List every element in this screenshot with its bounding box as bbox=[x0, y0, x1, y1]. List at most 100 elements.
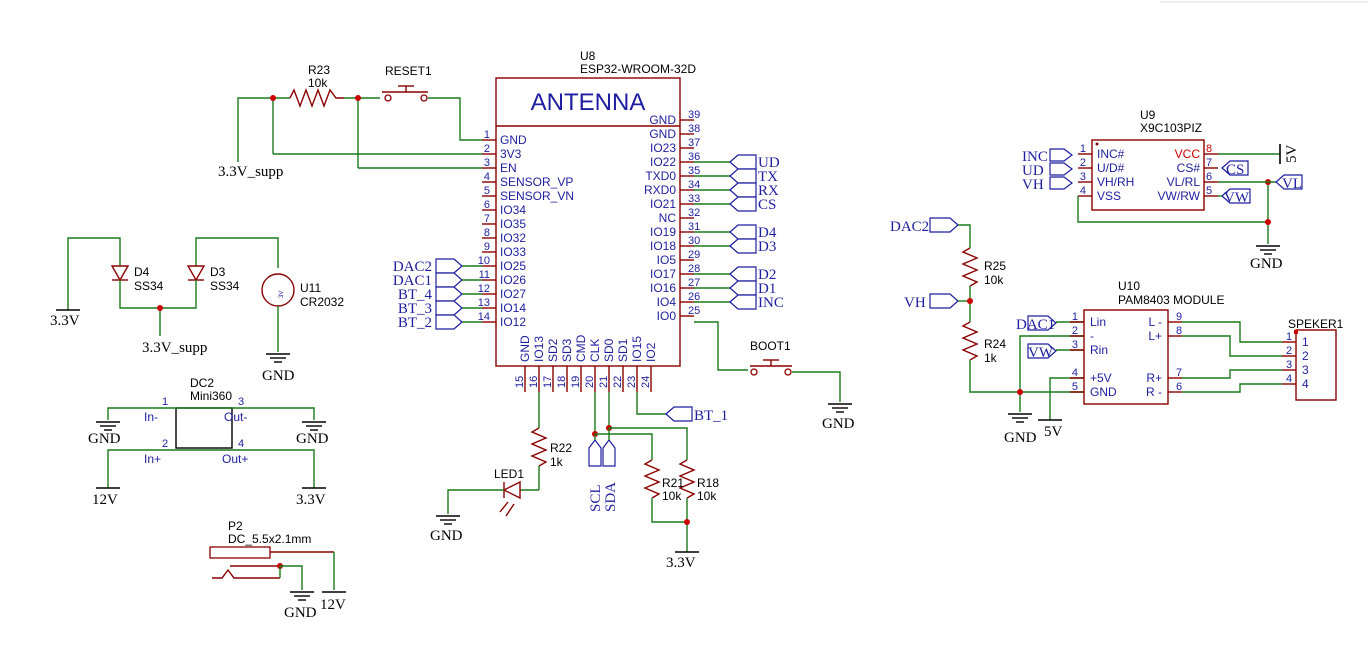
svg-text:2: 2 bbox=[162, 438, 168, 450]
net-tag-bt4 bbox=[435, 286, 463, 302]
u8-pin-num: 8 bbox=[484, 227, 490, 239]
u8-pin-name: SENSOR_VP bbox=[500, 175, 573, 189]
power-gnd-u9: GND bbox=[1250, 256, 1283, 272]
u8-pin-num: 25 bbox=[688, 305, 700, 317]
u10-pin-num: 6 bbox=[1176, 381, 1182, 393]
d3-value: SS34 bbox=[210, 279, 240, 293]
u8-ref: U8 bbox=[580, 49, 596, 63]
d4-ref: D4 bbox=[134, 265, 150, 279]
net-dac2: DAC2 bbox=[393, 259, 432, 275]
speaker-pin-name: 3 bbox=[1302, 363, 1309, 377]
svg-text:4: 4 bbox=[238, 438, 244, 450]
net-tag-bt2 bbox=[435, 314, 463, 330]
speaker-pin-name: 2 bbox=[1302, 349, 1309, 363]
net-ud: UD bbox=[758, 155, 780, 171]
net-bt1: BT_1 bbox=[694, 408, 728, 424]
net-d3: D3 bbox=[758, 239, 776, 255]
net-sda: SDA bbox=[603, 482, 619, 512]
r22-ref: R22 bbox=[550, 441, 572, 455]
u9-pin-name: VCC bbox=[1175, 147, 1201, 161]
u8-pin-name: GND bbox=[649, 127, 676, 141]
u8-pin-num: 10 bbox=[478, 255, 490, 267]
u8-pin-name: IO19 bbox=[650, 225, 676, 239]
led1 bbox=[499, 480, 521, 517]
u8-value: ESP32-WROOM-32D bbox=[580, 62, 696, 76]
net-tag-sda bbox=[602, 439, 616, 467]
power-3v3-supp-1: 3.3V_supp bbox=[218, 164, 283, 180]
ground-symbol bbox=[96, 421, 326, 431]
u8-pin-num: 17 bbox=[542, 376, 554, 388]
u9-pin-num: 3 bbox=[1080, 171, 1086, 183]
u9-pin-num: 1 bbox=[1080, 143, 1086, 155]
d3-ref: D3 bbox=[210, 265, 226, 279]
u9-pin-name: INC# bbox=[1097, 147, 1125, 161]
u8-pin-num: 18 bbox=[556, 376, 568, 388]
bottom-wiring: R22 1k LED1 GND SCL bbox=[430, 392, 728, 571]
u8-pin-num: 29 bbox=[688, 249, 700, 261]
u8-pin-num: 15 bbox=[514, 376, 526, 388]
u8-pin-num: 20 bbox=[584, 376, 596, 388]
u9-ref: U9 bbox=[1140, 108, 1156, 122]
u10-pin-num: 4 bbox=[1072, 367, 1078, 379]
p2-dc-jack[interactable]: P2 DC_5.5x2.1mm GND 12V bbox=[209, 519, 346, 621]
u8-pin-name: GND bbox=[518, 335, 532, 362]
u10-pin-name: R+ bbox=[1146, 371, 1162, 385]
u8-pin-name: IO27 bbox=[500, 287, 526, 301]
u9-pin-num: 6 bbox=[1206, 171, 1212, 183]
p2-ref: P2 bbox=[228, 519, 243, 533]
u8-pin-num: 32 bbox=[688, 207, 700, 219]
net-tag-rx bbox=[729, 182, 757, 198]
led1-ref: LED1 bbox=[494, 467, 524, 481]
power-3v3-battery: 3.3V bbox=[50, 313, 80, 329]
u8-pin-num: 1 bbox=[484, 129, 490, 141]
power-3v3-pullup: 3.3V bbox=[666, 555, 696, 571]
u8-pin-num: 11 bbox=[479, 269, 490, 281]
speaker-pin-num: 3 bbox=[1286, 359, 1292, 371]
net-tag-tx bbox=[729, 168, 757, 184]
dc2-value: Mini360 bbox=[190, 389, 232, 403]
u10-pin-name: R - bbox=[1146, 385, 1162, 399]
u8-pin-num: 4 bbox=[484, 171, 490, 183]
reset-button[interactable] bbox=[382, 85, 428, 102]
net-tag-d4 bbox=[729, 224, 757, 240]
power-gnd-dc-out: GND bbox=[296, 431, 329, 447]
u8-pin-num: 34 bbox=[688, 179, 700, 191]
power-3v3-out: 3.3V bbox=[296, 492, 326, 508]
u10-pin-name: L+ bbox=[1148, 329, 1162, 343]
power-12v-jack: 12V bbox=[320, 597, 346, 613]
net-tag-scl bbox=[588, 439, 602, 467]
u8-pin-name: IO12 bbox=[500, 315, 526, 329]
svg-text:In+: In+ bbox=[144, 452, 161, 466]
boot-button[interactable] bbox=[750, 359, 792, 376]
u9-pin-name: VW/RW bbox=[1158, 189, 1201, 203]
p2-value: DC_5.5x2.1mm bbox=[228, 532, 311, 546]
u8-pin-name: GND bbox=[500, 133, 527, 147]
diode-d4 bbox=[110, 265, 130, 282]
u10-ref: U10 bbox=[1118, 279, 1140, 293]
battery-u11[interactable]: 3V bbox=[261, 273, 295, 307]
u8-pin-num: 35 bbox=[688, 165, 700, 177]
svg-text:3: 3 bbox=[238, 396, 244, 408]
u8-pin-num: 16 bbox=[528, 376, 540, 388]
net-tag-dac1 bbox=[435, 272, 463, 288]
u8-pin-name: CMD bbox=[574, 334, 588, 362]
u9-value: X9C103PIZ bbox=[1140, 121, 1202, 135]
dc2-mini360[interactable]: DC2 Mini360 1 3 2 4 In- Out- In+ Out+ GN… bbox=[88, 376, 329, 508]
u10-pin-name: Lin bbox=[1090, 315, 1106, 329]
ground-symbol bbox=[1256, 245, 1280, 255]
power-5v-u9: 5V bbox=[1284, 145, 1300, 164]
net-cs: CS bbox=[758, 197, 776, 213]
net-inc-u9: INC bbox=[1022, 149, 1048, 165]
net-tag-d3 bbox=[729, 238, 757, 254]
power-12v-in: 12V bbox=[92, 492, 118, 508]
u8-pin-name: IO14 bbox=[500, 301, 526, 315]
r24-ref: R24 bbox=[984, 337, 1006, 351]
u8-pin-num: 23 bbox=[626, 376, 638, 388]
r18-value: 10k bbox=[697, 489, 717, 503]
net-scl: SCL bbox=[588, 484, 604, 512]
u8-pin-num: 26 bbox=[688, 291, 700, 303]
